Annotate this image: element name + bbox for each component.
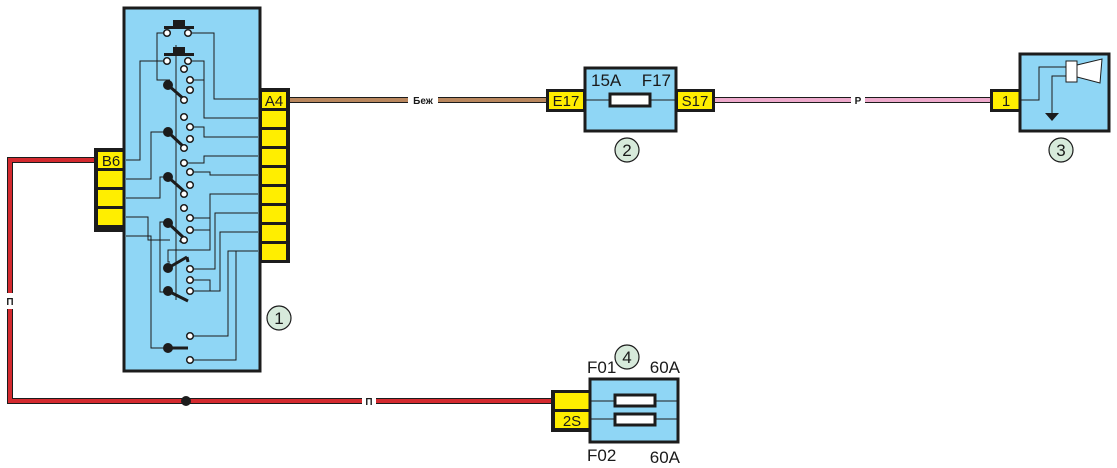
wire-beige: Беж [288,93,548,107]
contact-terminal [179,64,189,74]
splice-point [181,396,191,406]
contact-terminal [179,203,189,213]
badge-1 [266,305,292,331]
contact-terminal [179,189,189,199]
component-4-main-fuse-block: 2S F01 60A F02 60A 4 [551,344,681,467]
connector-a-pin [262,149,286,165]
connector-a-pin [262,111,286,127]
contact-terminal [179,112,189,122]
pin-label-b6: B6 [102,153,120,170]
fuse-id-f01: F01 [587,358,616,377]
fuse-rating: 15A [591,71,622,90]
horn-icon [1065,58,1103,84]
wire-label-beige: Беж [413,96,434,107]
contact-terminal [185,331,195,341]
contact-terminal [179,158,189,168]
component-1-switch-unit: B6 A4 [94,6,292,373]
contact-terminal [183,56,193,66]
contact-terminal [185,122,195,132]
connector-a-pin [262,130,286,146]
fuse-id: F17 [642,71,671,90]
component-2-fuse: E17 S17 15A F17 2 [546,66,715,163]
contact-terminal [179,95,189,105]
push-button-1 [164,20,194,29]
pin-label-e17: E17 [553,93,580,110]
contact-terminal [185,167,195,177]
fuse-element-f01 [613,393,657,408]
badge-2-label: 2 [622,141,631,160]
badge-3 [1048,137,1074,163]
contact-terminal [185,286,195,296]
pin-label-a4: A4 [265,93,283,110]
connector-a-pin [262,92,286,108]
contact-terminal [162,28,172,38]
contact-terminal [185,85,195,95]
contact-terminal [185,180,195,190]
badge-4-label: 4 [622,348,631,367]
contact-terminal [185,75,195,85]
badge-3-label: 3 [1056,141,1065,160]
contact-terminal [162,56,172,66]
wire-label-pink: Р [855,96,862,107]
contact-terminal [185,275,195,285]
badge-2 [614,137,640,163]
fuse-id-f02: F02 [587,446,616,465]
contact-terminal [185,225,195,235]
badge-1-label: 1 [274,309,283,328]
contact-terminal [185,213,195,223]
component-3-horn: 1 3 [990,52,1111,163]
wire-label-vertical: П [6,297,13,308]
contact-terminal [185,355,195,365]
connector-a-pin [262,187,286,203]
wire-pink: Р [712,93,993,107]
fuse-rating-f02: 60A [650,448,681,467]
contact-terminal [183,28,193,38]
badge-4 [614,344,640,370]
fuse-element [608,92,652,108]
wire-label-horizontal: П [365,397,372,408]
ground-icon [1045,113,1059,121]
connector-a-pin [262,168,286,184]
fuse-rating-f01: 60A [650,358,681,377]
contact-terminal [185,264,195,274]
contact-terminal [185,134,195,144]
contact-terminal [179,235,189,245]
connector-a-pin [262,244,286,260]
fuse-element-f02 [613,412,657,427]
push-button-2 [164,47,194,56]
pin-label-2s: 2S [563,413,581,430]
pin-label-1: 1 [1002,93,1010,110]
pin-label-s17: S17 [682,93,709,110]
wire-red: П П [4,157,555,408]
connector-a-pin [262,225,286,241]
connector-a-pin [262,206,286,222]
contact-terminal [179,143,189,153]
